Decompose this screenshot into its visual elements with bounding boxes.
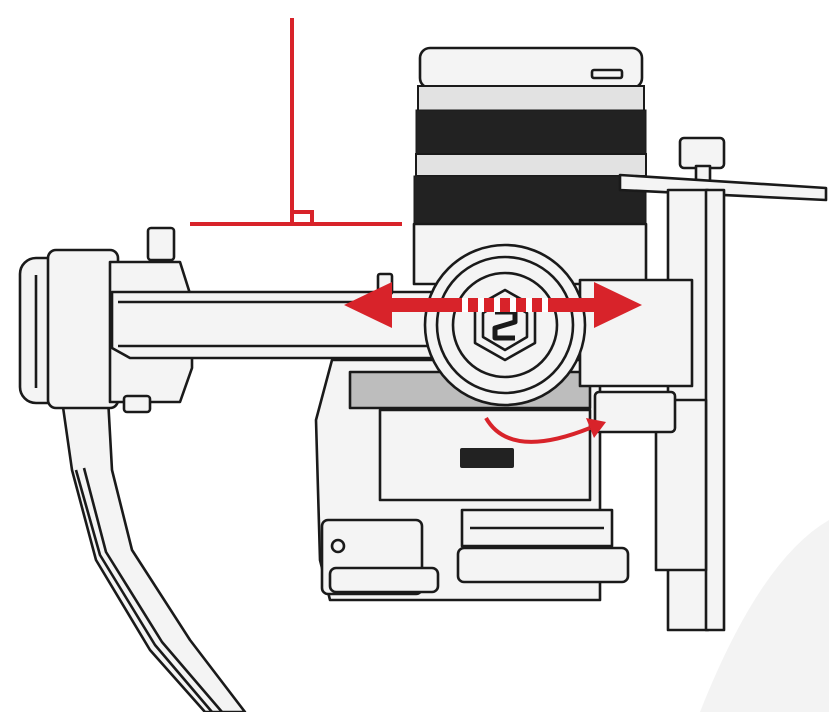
arrow-dash-mark — [494, 298, 500, 312]
arrow-head-left — [344, 282, 392, 328]
arrow-dash-mark — [478, 298, 484, 312]
camera-lens — [412, 46, 648, 286]
level-right-angle-mark — [292, 210, 314, 224]
arrow-dash-mark — [462, 298, 468, 312]
curved-rotation-arrow — [484, 416, 591, 444]
roll-motor — [18, 226, 194, 414]
locking-knob — [423, 243, 587, 407]
arrow-dash-mark — [542, 298, 548, 312]
background-swoosh — [700, 520, 829, 712]
red-annotations — [190, 18, 642, 444]
gimbal-handle-arm — [60, 396, 247, 712]
curved-arrow-head — [586, 418, 606, 438]
arrow-dash-mark — [510, 298, 516, 312]
arrow-head-right — [594, 282, 642, 328]
arrow-dash-mark — [526, 298, 532, 312]
